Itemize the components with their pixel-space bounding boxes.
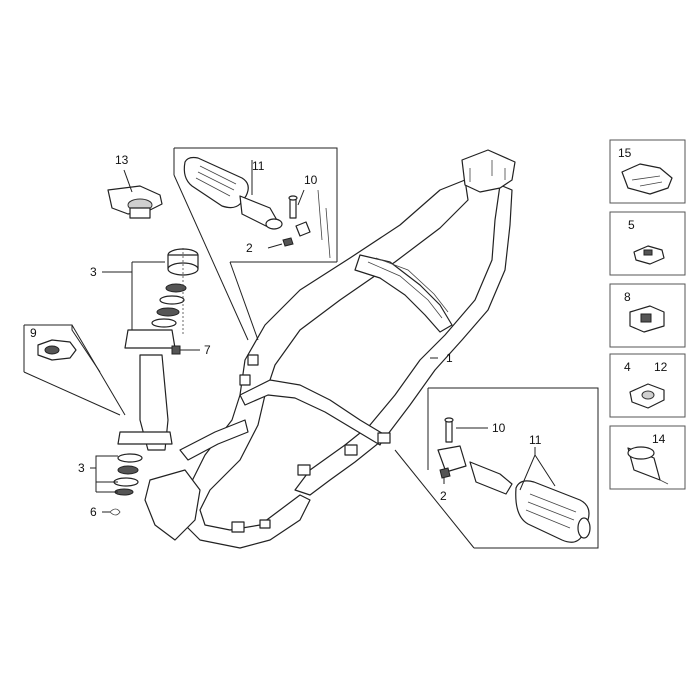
callout-8: 8 xyxy=(624,290,631,304)
callout-10-upper: 10 xyxy=(304,173,318,187)
bracket-lower xyxy=(437,445,467,473)
parts-box-15 xyxy=(609,139,686,204)
frame-tab xyxy=(231,521,245,533)
frame-lower-cradle xyxy=(239,379,386,446)
bearing-race xyxy=(165,283,187,293)
head-tube-top-cap xyxy=(124,329,176,349)
frame-floor-support xyxy=(179,419,249,461)
clip-2-upper xyxy=(282,237,294,247)
callout-10-lower: 10 xyxy=(492,421,506,435)
bearing-balls xyxy=(156,307,180,317)
bearing-cup xyxy=(151,318,177,328)
main-frame xyxy=(144,149,516,549)
detail-box-9 xyxy=(23,324,126,416)
callout-15: 15 xyxy=(618,146,632,160)
callout-5: 5 xyxy=(628,218,635,232)
clip-6 xyxy=(109,508,121,516)
callout-11-lower: 11 xyxy=(529,433,542,447)
frame-tab xyxy=(239,374,251,386)
head-tube-lower-plate xyxy=(117,431,173,445)
pin-10-lower xyxy=(445,419,453,443)
callout-2-upper: 2 xyxy=(246,241,253,255)
detail-box-upper xyxy=(173,147,338,341)
callout-12: 12 xyxy=(654,360,668,374)
callout-4: 4 xyxy=(624,360,631,374)
bearing-washer xyxy=(159,295,185,305)
callout-7: 7 xyxy=(204,343,211,357)
frame-front-gusset xyxy=(144,469,201,541)
frame-tab xyxy=(247,354,259,366)
detail-box-lower xyxy=(394,387,599,549)
frame-tab xyxy=(344,444,358,456)
callout-14: 14 xyxy=(652,432,666,446)
lower-bearing-balls xyxy=(117,465,139,475)
leader-lines xyxy=(90,160,556,513)
bolt-7 xyxy=(171,345,188,355)
callout-labels: 1 2 2 3 3 4 5 6 7 8 9 10 10 11 11 12 13 … xyxy=(30,146,668,519)
pin-10-upper xyxy=(289,197,297,219)
head-tube xyxy=(139,354,169,451)
lower-bearing-cup xyxy=(117,453,143,463)
callout-1: 1 xyxy=(446,351,453,365)
frame-right-rail xyxy=(294,184,513,496)
parts-box-14 xyxy=(609,425,686,490)
steering-head-assembly xyxy=(107,185,199,516)
frame-cross-member xyxy=(354,254,453,333)
footrest-arm-lower xyxy=(469,461,513,495)
callout-11-upper: 11 xyxy=(252,159,265,173)
callout-3-upper: 3 xyxy=(90,265,97,279)
callout-3-lower: 3 xyxy=(78,461,85,475)
parts-box-5 xyxy=(609,211,686,276)
frame-left-rail xyxy=(179,179,469,549)
frame-tab xyxy=(297,464,311,476)
parts-box-8 xyxy=(609,283,686,348)
frame-tab xyxy=(259,519,271,529)
parts-box-4-12 xyxy=(609,353,686,418)
callout-9: 9 xyxy=(30,326,37,340)
frame-tab xyxy=(377,432,391,444)
bracket-upper xyxy=(295,221,311,237)
footrest-peg-upper xyxy=(183,156,249,209)
frame-rear-bracket xyxy=(461,149,516,193)
callout-2-lower: 2 xyxy=(440,489,447,503)
callout-13: 13 xyxy=(115,153,129,167)
clip-2-lower xyxy=(439,467,451,479)
callout-6: 6 xyxy=(90,505,97,519)
